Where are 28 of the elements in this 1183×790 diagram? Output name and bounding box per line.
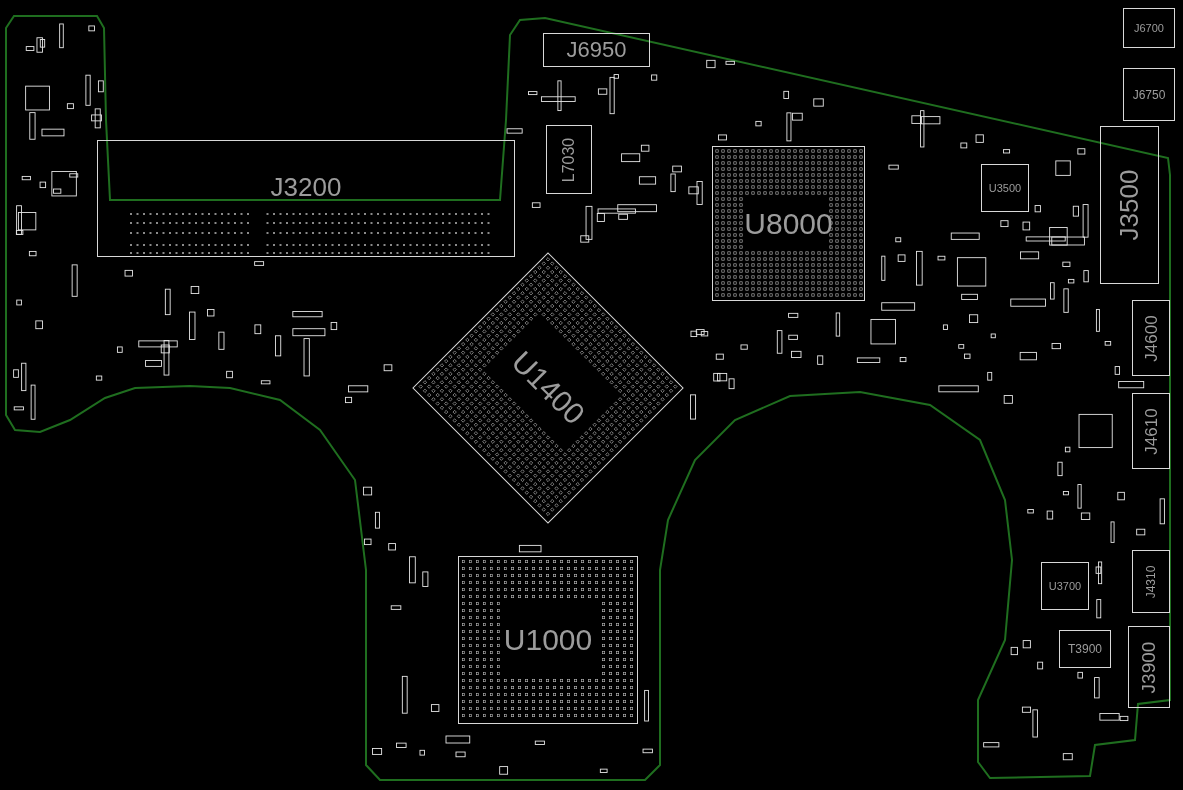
component-outline: [1041, 562, 1089, 610]
component-designator: J6950: [566, 39, 627, 61]
component-outline: [981, 164, 1029, 212]
component-outline: [97, 140, 515, 257]
component-designator: L7030: [561, 137, 577, 182]
component-outline: [1059, 630, 1111, 668]
component-outline: [546, 125, 592, 194]
component-outline: [1132, 300, 1170, 376]
component-designator: J4600: [1142, 314, 1160, 362]
component-designator: J6750: [1132, 88, 1166, 101]
component-designator: J6700: [1134, 22, 1164, 34]
component-outline: [1123, 8, 1175, 48]
component-designator: U3500: [988, 182, 1022, 194]
component-designator: U8000: [744, 208, 833, 239]
component-designator: T3900: [1068, 643, 1102, 655]
component-designator: U3700: [1048, 580, 1082, 592]
component-outline: [1132, 393, 1170, 469]
component-designator: J4610: [1142, 407, 1160, 455]
component-designator: J3200: [270, 173, 342, 200]
component-designator: J3500: [1116, 169, 1143, 241]
component-designator: J4310: [1145, 565, 1157, 598]
component-outline: [1128, 626, 1170, 708]
component-outline: [1123, 68, 1175, 121]
component-designator: U1000: [503, 625, 593, 655]
component-outline: [1132, 550, 1170, 613]
component-designator: J3900: [1139, 641, 1159, 693]
component-outline: [1100, 126, 1159, 284]
component-outline: [543, 33, 650, 67]
